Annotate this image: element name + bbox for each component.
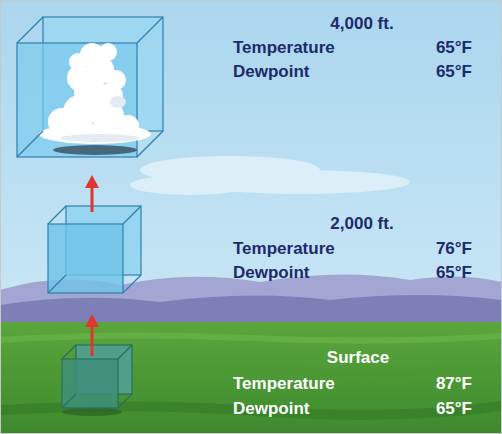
ground bbox=[0, 322, 502, 434]
altitude-heading: Surface bbox=[327, 348, 389, 368]
rising-arrow bbox=[85, 314, 99, 356]
row-name: Temperature bbox=[233, 239, 335, 259]
cumulus-cloud bbox=[39, 43, 151, 144]
row-name: Temperature bbox=[233, 38, 335, 58]
row-name: Dewpoint bbox=[233, 399, 310, 419]
temperature-value: 76°F bbox=[436, 239, 472, 259]
altitude-heading: 4,000 ft. bbox=[330, 14, 393, 34]
air-parcel-cube bbox=[62, 345, 132, 408]
altitude-heading: 2,000 ft. bbox=[330, 214, 393, 234]
background-cloud bbox=[130, 156, 410, 195]
row-name: Temperature bbox=[233, 374, 335, 394]
row-name: Dewpoint bbox=[233, 263, 310, 283]
temperature-value: 87°F bbox=[436, 374, 472, 394]
dewpoint-value: 65°F bbox=[436, 399, 472, 419]
dewpoint-value: 65°F bbox=[436, 263, 472, 283]
temperature-value: 65°F bbox=[436, 38, 472, 58]
air-parcel-cube bbox=[17, 17, 163, 157]
air-parcel-cube bbox=[48, 206, 141, 293]
rising-arrow bbox=[85, 175, 99, 212]
dewpoint-value: 65°F bbox=[436, 62, 472, 82]
row-name: Dewpoint bbox=[233, 62, 310, 82]
